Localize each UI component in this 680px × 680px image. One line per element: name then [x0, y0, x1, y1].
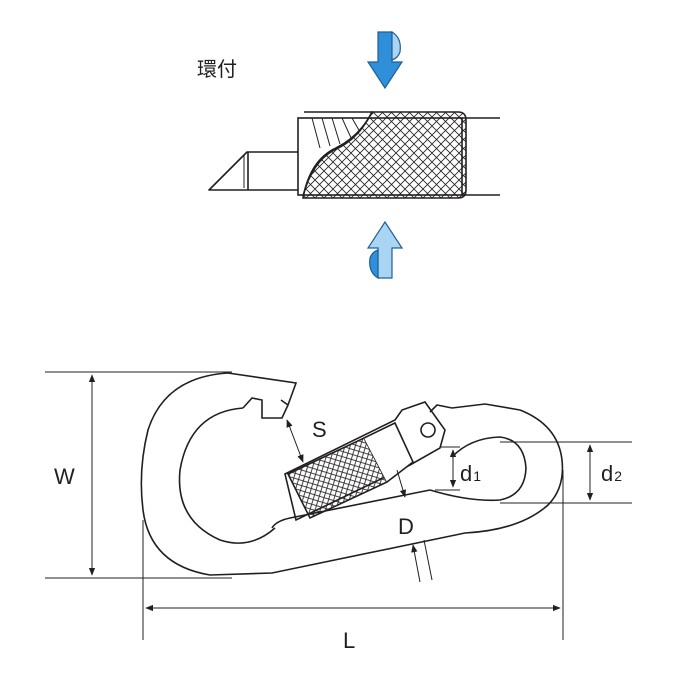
label-d1-sub: 1 — [473, 468, 481, 484]
label-l: L — [343, 628, 355, 653]
label-d2-sub: 2 — [614, 468, 622, 484]
label-w: W — [54, 464, 75, 489]
dim-d-line — [411, 544, 421, 583]
label-d2: d2 — [601, 461, 622, 486]
detail-thread-curve — [302, 111, 374, 197]
carabiner-inner-loop — [178, 407, 276, 544]
carabiner-hook-top — [227, 372, 298, 407]
label-d1: d1 — [460, 461, 481, 486]
gate-rivet — [420, 422, 436, 438]
label-d1-base: d — [460, 461, 472, 486]
carabiner-lower-line — [271, 489, 431, 529]
carabiner-eye-loop — [429, 436, 527, 502]
label-d: D — [398, 514, 414, 539]
label-d2-base: d — [601, 461, 613, 486]
dimension-labels: S W L D d1 d2 — [54, 417, 622, 653]
detail-caption: 環付 — [197, 57, 237, 81]
screw-lock-detail: 環付 — [197, 30, 500, 280]
detail-thread-lines — [311, 117, 361, 149]
screw-up-arrow-icon — [366, 220, 404, 280]
label-s: S — [312, 417, 327, 442]
gate-sleeve-collar — [363, 421, 414, 483]
carabiner-outer-outline — [140, 372, 564, 576]
screw-down-arrow-icon — [366, 30, 404, 90]
carabiner-main-view — [140, 372, 564, 576]
detail-knurl — [302, 111, 467, 199]
detail-gate-tip — [208, 151, 298, 191]
carabiner-hook-notch — [242, 397, 289, 419]
dim-s-line — [286, 419, 304, 463]
dimension-lines — [45, 371, 632, 640]
